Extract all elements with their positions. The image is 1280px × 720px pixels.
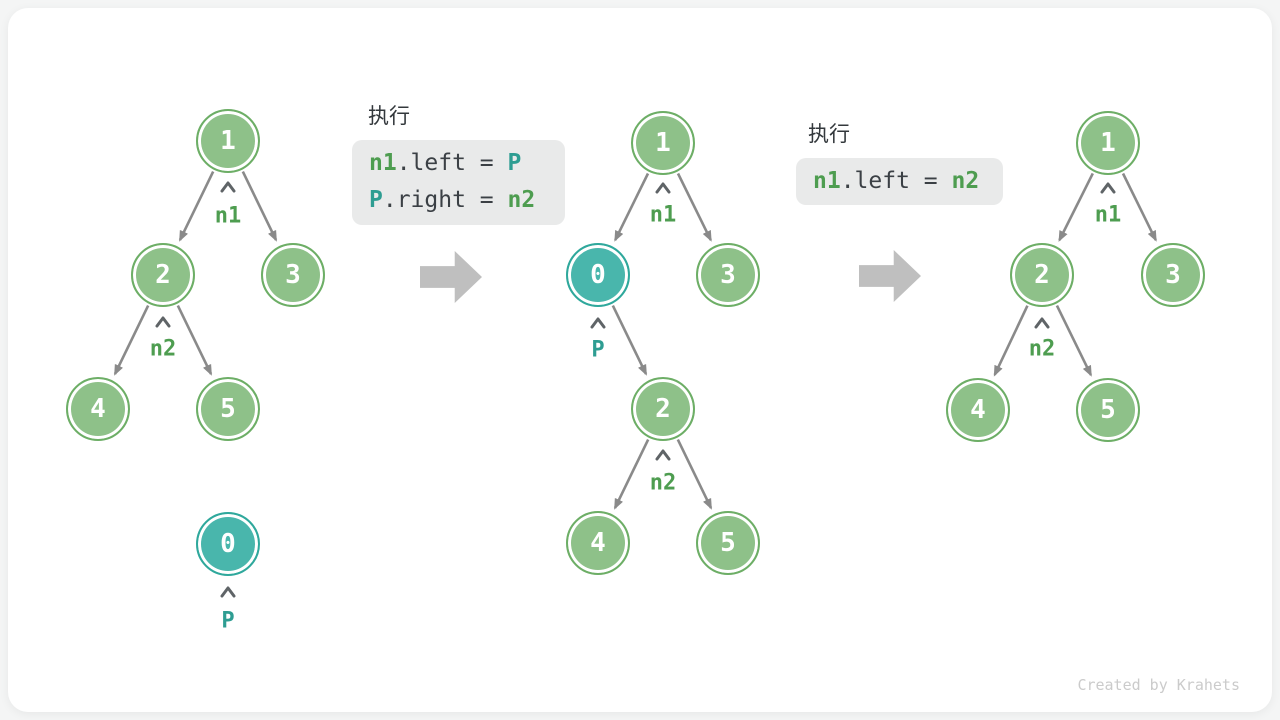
- code-token: .left =: [396, 150, 508, 176]
- tree-edge: [993, 305, 1029, 377]
- code-line-1: n1.left = n2: [796, 163, 1003, 200]
- tree-node-3: 3: [1141, 243, 1205, 307]
- pointer-label-P: P: [221, 608, 235, 634]
- tree-node-1: 1: [631, 111, 695, 175]
- tree-node-1: 1: [196, 109, 260, 173]
- tree-edge: [241, 171, 278, 242]
- code-line-2: P.right = n2: [352, 182, 565, 219]
- pointer-caret-n2: [155, 316, 171, 328]
- tree-edge: [614, 172, 650, 242]
- tree-edge: [676, 439, 713, 510]
- tree-edge: [613, 439, 650, 510]
- pointer-caret-P: [590, 317, 606, 329]
- tree-node-2: 2: [1010, 243, 1074, 307]
- tree-node-4: 4: [66, 377, 130, 441]
- tree-node-1: 1: [1076, 111, 1140, 175]
- code-block-2: n1.left = n2: [796, 158, 1003, 205]
- tree-node-2: 2: [131, 243, 195, 307]
- tree-edge: [113, 305, 150, 376]
- tree-node-5: 5: [696, 511, 760, 575]
- tree-node-4: 4: [946, 378, 1010, 442]
- code-token: .right =: [382, 187, 508, 213]
- tree-edge: [1121, 172, 1157, 242]
- tree-edge: [611, 305, 648, 376]
- code-line-1: n1.left = P: [352, 145, 565, 182]
- pointer-label-n2: n2: [649, 470, 677, 496]
- pointer-caret-n1: [220, 181, 236, 193]
- tree-edge: [1058, 172, 1094, 242]
- tree-node-2: 2: [631, 377, 695, 441]
- pointer-caret-n2: [1034, 317, 1050, 329]
- tree-node-3: 3: [261, 243, 325, 307]
- pointer-label-n2: n2: [1028, 336, 1056, 362]
- pointer-caret-n1: [1100, 182, 1116, 194]
- tree-edge: [676, 172, 712, 242]
- pointer-caret-n2: [655, 449, 671, 461]
- execute-heading-1: 执行: [368, 104, 410, 128]
- code-block-1: n1.left = P P.right = n2: [352, 140, 565, 225]
- code-token: n2: [951, 168, 980, 194]
- pointer-label-n1: n1: [649, 202, 677, 228]
- pointer-label-n1: n1: [214, 203, 242, 229]
- tree-node-3: 3: [696, 243, 760, 307]
- tree-node-5: 5: [196, 377, 260, 441]
- code-token: P: [369, 187, 383, 213]
- tree-edge: [178, 171, 215, 242]
- code-token: P: [507, 150, 522, 176]
- execute-heading-2: 执行: [808, 122, 850, 146]
- tree-edge: [176, 305, 213, 376]
- pointer-caret-P: [220, 586, 236, 598]
- pointer-caret-n1: [655, 182, 671, 194]
- watermark-credit: Created by Krahets: [1077, 676, 1240, 694]
- pointer-label-n1: n1: [1094, 202, 1122, 228]
- pointer-label-n2: n2: [149, 336, 177, 362]
- tree-node-4: 4: [566, 511, 630, 575]
- tree-node-5: 5: [1076, 378, 1140, 442]
- tree-node-0: 0: [566, 243, 630, 307]
- code-token: n1: [813, 168, 841, 194]
- pointer-label-P: P: [591, 337, 605, 363]
- code-token: .left =: [840, 168, 952, 194]
- code-token: n1: [369, 150, 397, 176]
- tree-edge: [1055, 304, 1093, 377]
- code-token: n2: [507, 187, 536, 213]
- tree-node-0: 0: [196, 512, 260, 576]
